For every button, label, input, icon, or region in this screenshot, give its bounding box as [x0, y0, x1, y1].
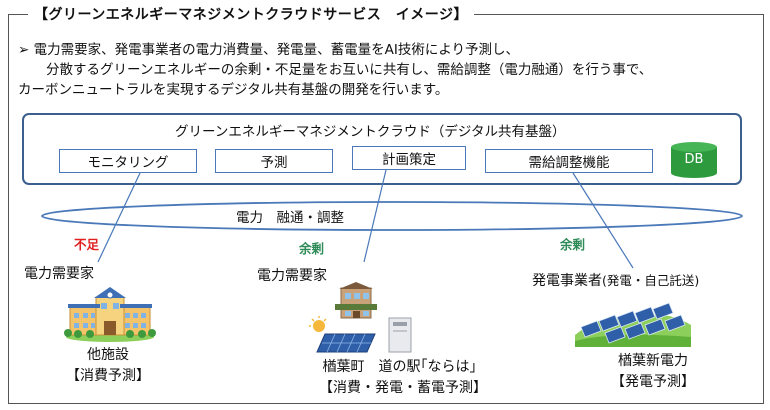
site-role-roadside-station: 【消費・発電・蓄電予測】 — [319, 380, 487, 396]
site-other-facility: 他施設 【消費予測】 — [48, 345, 168, 387]
site-roadside-station: 楢葉町 道の駅｢ならは」 【消費・発電・蓄電予測】 — [308, 357, 498, 399]
function-supply-demand-adjustment: 需給調整機能 — [485, 149, 653, 173]
node-type-consumer-2: 電力需要家 — [257, 268, 327, 284]
solar-farm-icon — [575, 302, 691, 347]
status-shortage: 不足 — [74, 237, 100, 252]
site-name-roadside-station: 楢葉町 道の駅｢ならは」 — [322, 359, 484, 375]
power-exchange-label: 電力 融通・調整 — [236, 210, 344, 226]
summary-line-1: ➢ 電力需要家、発電事業者の電力消費量、発電量、蓄電量をAI技術により予測し、 — [18, 42, 520, 58]
building-with-solar-battery-icon — [309, 282, 412, 353]
summary-line-3: カーボンニュートラルを実現するデジタル共有基盤の開発を行います。 — [18, 82, 449, 98]
site-role-power-producer: 【発電予測】 — [611, 374, 695, 390]
node-type-producer: 発電事業者(発電・自己託送) — [532, 270, 699, 290]
cloud-platform-title: グリーンエネルギーマネジメントクラウド（デジタル共有基盤） — [175, 124, 566, 140]
status-surplus-station: 余剰 — [299, 241, 325, 256]
producer-type-note: (発電・自己託送) — [602, 273, 700, 288]
diagram-title: 【グリーンエネルギーマネジメントクラウドサービス イメージ】 — [28, 4, 475, 24]
database-cylinder-icon — [671, 142, 717, 178]
site-power-producer: 楢葉新電力 【発電予測】 — [590, 351, 716, 393]
function-planning: 計画策定 — [352, 146, 466, 170]
database-label: DB — [684, 152, 704, 167]
function-forecast: 予測 — [215, 149, 333, 173]
summary-text: ➢ 電力需要家、発電事業者の電力消費量、発電量、蓄電量をAI技術により予測し、 … — [18, 40, 758, 100]
school-building-icon — [64, 287, 156, 342]
node-type-consumer-1: 電力需要家 — [24, 266, 94, 282]
producer-type: 発電事業者 — [532, 273, 602, 289]
summary-line-2: 分散するグリーンエネルギーの余剰・不足量をお互いに共有し、需給調整（電力融通）を… — [46, 62, 653, 78]
function-monitoring: モニタリング — [59, 149, 197, 173]
site-role-other-facility: 【消費予測】 — [66, 368, 150, 384]
status-surplus-producer: 余剰 — [560, 237, 586, 252]
site-name-power-producer: 楢葉新電力 — [618, 353, 688, 369]
site-name-other-facility: 他施設 — [87, 347, 129, 363]
